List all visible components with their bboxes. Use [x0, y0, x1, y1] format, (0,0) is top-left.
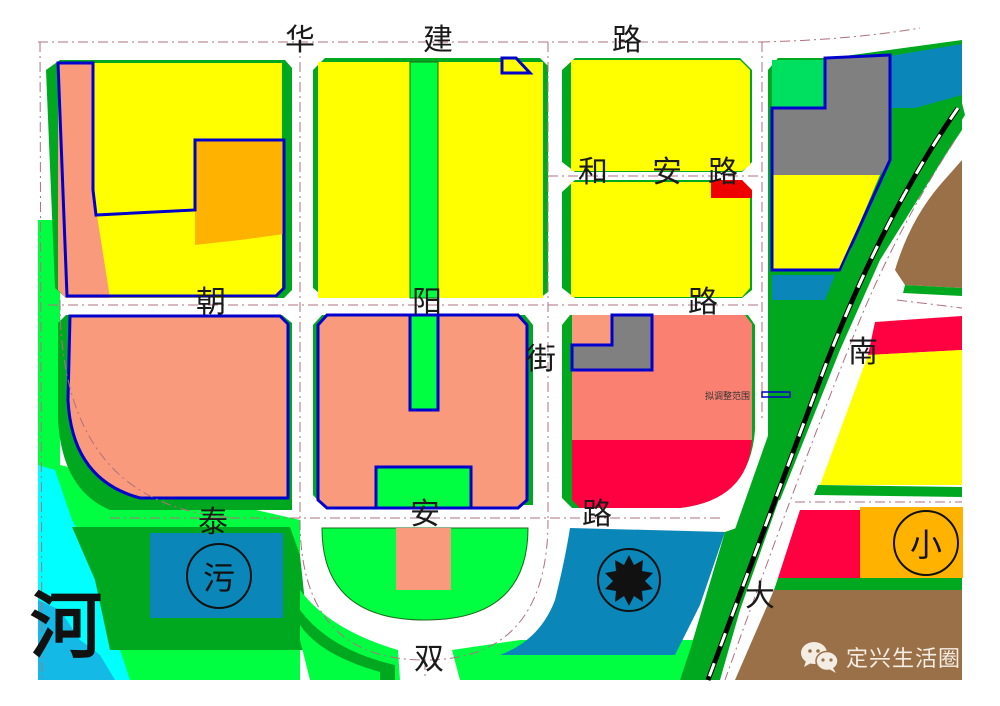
green-corridor-north: [409, 61, 439, 299]
road-label-shuang: 双: [414, 642, 444, 677]
small-red-parcel: [711, 180, 752, 198]
road-label-jian: 建: [423, 23, 453, 58]
block-7-red: [572, 440, 752, 508]
block-4-gray: [772, 55, 890, 175]
block-4-blue-bottom: [772, 275, 835, 300]
road-label-hua: 华: [285, 23, 315, 58]
park-south-pink: [396, 528, 451, 590]
road-label-lu-mid: 路: [708, 155, 738, 190]
adjust-range-annotation: 拟调整范围: [705, 392, 751, 402]
yellow-parcel-east-green: [814, 485, 962, 497]
block-1-outline: [56, 61, 286, 298]
road-centerlines: [38, 27, 963, 681]
railway-green-band: [690, 95, 965, 680]
road-label-da: 大: [745, 579, 775, 614]
yellow-parcel-east: [820, 350, 962, 485]
adjust-range-legend-line: [761, 391, 791, 398]
road-label-lu-bottom: 路: [582, 497, 612, 532]
road-label-an-bottom: 安: [410, 497, 440, 532]
river-label: 河: [30, 584, 103, 668]
green-south-left: [300, 590, 400, 680]
road-label-yang: 阳: [412, 285, 442, 320]
road-label-nan: 南: [848, 335, 878, 370]
primary-school-symbol: 小: [893, 510, 959, 576]
green-corridor-middle: [408, 313, 440, 412]
watermark-text: 定兴生活圈: [846, 647, 962, 672]
block-1-orange: [195, 140, 284, 245]
small-triangle-parcel: [500, 56, 534, 75]
red-parcel-se: [778, 510, 860, 578]
star-symbol: [597, 548, 661, 612]
brown-parcel-ne-green: [903, 285, 962, 296]
block-1-pink: [58, 63, 110, 298]
green-plaza-south: [374, 465, 473, 510]
river-deep: [38, 600, 115, 680]
watermark: 定兴生活圈: [800, 640, 961, 674]
block-7-pink-corner: [572, 315, 612, 345]
wechat-icon: [801, 642, 839, 673]
sewage-plant-symbol: 污: [186, 543, 252, 609]
road-label-tai: 泰: [198, 505, 228, 540]
block-7-gray: [570, 313, 654, 372]
block-4-yellow: [772, 175, 880, 270]
green-strip-se: [774, 578, 962, 590]
road-label-an-mid: 安: [652, 155, 682, 190]
road-label-he: 和: [578, 155, 608, 190]
block-4-blue-top: [890, 44, 962, 108]
railway-track: [705, 106, 961, 681]
road-label-lu-top: 路: [612, 23, 642, 58]
sewage-symbol-text: 污: [202, 559, 235, 597]
block-4-lightgreen: [772, 60, 825, 108]
utility-zone: [500, 528, 725, 655]
road-label-lu-chaoyang: 路: [688, 285, 718, 320]
block-3b-yellow: [571, 182, 750, 297]
brown-parcel-ne: [895, 160, 962, 288]
block-3a-yellow: [571, 60, 750, 171]
green-south-dark-left: [300, 610, 395, 680]
block-5-pink: [66, 314, 290, 500]
road-label-jie: 街: [526, 342, 556, 377]
road-label-chao: 朝: [196, 285, 226, 320]
brown-parcel-se: [735, 590, 962, 680]
red-parcel-east: [868, 316, 962, 355]
school-symbol-text: 小: [909, 526, 942, 564]
block-4-outline: [770, 53, 892, 272]
utility-zone-green-edge: [680, 520, 760, 680]
